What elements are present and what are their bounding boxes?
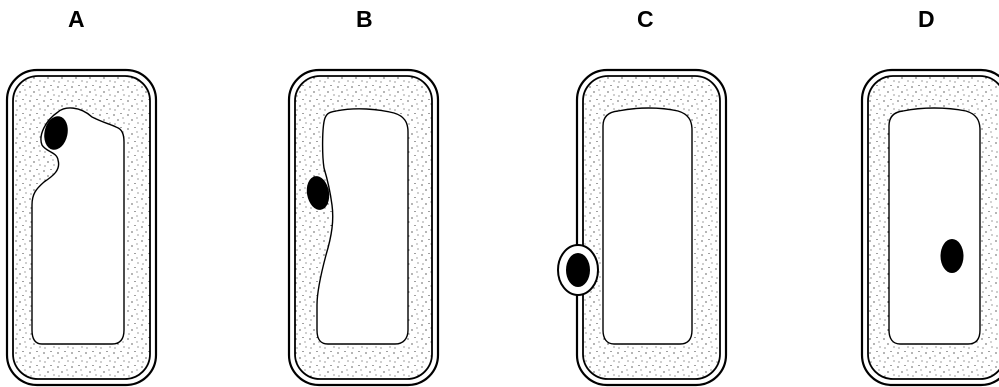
cell-c (558, 70, 726, 385)
vacuole (889, 108, 980, 344)
nucleus (941, 239, 964, 273)
cell-a (7, 70, 156, 385)
nucleus (566, 253, 590, 287)
cell-b (289, 70, 438, 385)
vacuole (603, 108, 692, 344)
cell-d (862, 70, 999, 385)
